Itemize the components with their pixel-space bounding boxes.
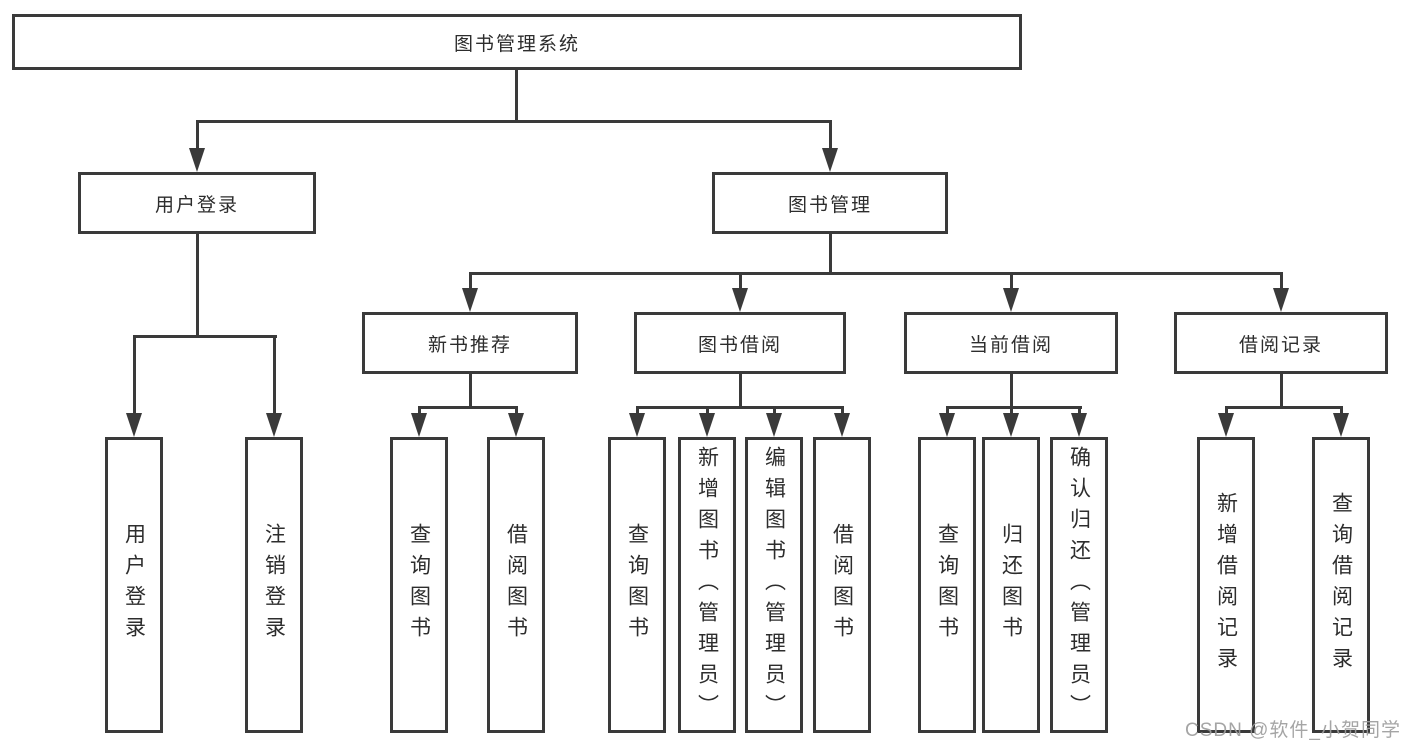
leaf-bb-edit-books-admin: 编辑图书（管理员） bbox=[745, 437, 803, 733]
connector-to-new-books bbox=[469, 272, 472, 290]
leaf-logout: 注销登录 bbox=[245, 437, 303, 733]
connector-new-books-stem bbox=[469, 374, 472, 409]
leaf-br-add-record: 新增借阅记录 bbox=[1197, 437, 1255, 733]
connector-user-login-stem bbox=[196, 234, 199, 338]
csdn-watermark: CSDN @软件_小贺同学 bbox=[1185, 720, 1401, 741]
node-book-borrow: 图书借阅 bbox=[634, 312, 846, 374]
connector-borrow-records-stem bbox=[1280, 374, 1283, 409]
arrow-cb-leaf1 bbox=[939, 413, 955, 437]
arrow-to-new-books bbox=[462, 288, 478, 312]
connector-to-leaf-logout bbox=[273, 335, 276, 415]
connector-to-current-borrow bbox=[1010, 272, 1013, 290]
arrow-to-borrow-records bbox=[1273, 288, 1289, 312]
connector-nb-leaf1 bbox=[418, 406, 421, 416]
node-borrow-records: 借阅记录 bbox=[1174, 312, 1388, 374]
connector-bb-leaf3 bbox=[773, 406, 776, 416]
connector-borrow-records-bar bbox=[1225, 406, 1343, 409]
leaf-br-query-record: 查询借阅记录 bbox=[1312, 437, 1370, 733]
arrow-cb-leaf2 bbox=[1003, 413, 1019, 437]
connector-new-books-bar bbox=[418, 406, 518, 409]
arrow-bb-leaf4 bbox=[834, 413, 850, 437]
connector-root-stem bbox=[515, 70, 518, 123]
connector-book-management-stem bbox=[829, 234, 832, 275]
connector-current-borrow-bar bbox=[946, 406, 1082, 409]
connector-bb-leaf2 bbox=[706, 406, 709, 416]
arrow-to-book-management bbox=[822, 148, 838, 172]
arrow-bb-leaf3 bbox=[766, 413, 782, 437]
arrow-to-leaf-logout bbox=[266, 413, 282, 437]
arrow-br-leaf2 bbox=[1333, 413, 1349, 437]
node-current-borrow: 当前借阅 bbox=[904, 312, 1118, 374]
connector-level2-bar bbox=[196, 120, 832, 123]
connector-cb-leaf2 bbox=[1010, 406, 1013, 416]
leaf-user-login: 用户登录 bbox=[105, 437, 163, 733]
node-new-books: 新书推荐 bbox=[362, 312, 578, 374]
connector-to-leaf-login bbox=[133, 335, 136, 415]
connector-to-book-management bbox=[829, 120, 832, 150]
connector-book-borrow-bar bbox=[636, 406, 844, 409]
connector-bb-leaf4 bbox=[841, 406, 844, 416]
arrow-to-current-borrow bbox=[1003, 288, 1019, 312]
node-library-management-system: 图书管理系统 bbox=[12, 14, 1022, 70]
connector-br-leaf2 bbox=[1340, 406, 1343, 416]
connector-to-user-login bbox=[196, 120, 199, 150]
leaf-cb-confirm-return-admin: 确认归还（管理员） bbox=[1050, 437, 1108, 733]
connector-level3-bar bbox=[469, 272, 1283, 275]
arrow-bb-leaf1 bbox=[629, 413, 645, 437]
connector-book-borrow-stem bbox=[739, 374, 742, 409]
connector-nb-leaf2 bbox=[515, 406, 518, 416]
leaf-bb-add-books-admin: 新增图书（管理员） bbox=[678, 437, 736, 733]
arrow-to-book-borrow bbox=[732, 288, 748, 312]
connector-current-borrow-stem bbox=[1010, 374, 1013, 409]
leaf-cb-return-books: 归还图书 bbox=[982, 437, 1040, 733]
arrow-bb-leaf2 bbox=[699, 413, 715, 437]
connector-cb-leaf1 bbox=[946, 406, 949, 416]
leaf-cb-query-books: 查询图书 bbox=[918, 437, 976, 733]
leaf-nb-query-books: 查询图书 bbox=[390, 437, 448, 733]
connector-to-book-borrow bbox=[739, 272, 742, 290]
connector-bb-leaf1 bbox=[636, 406, 639, 416]
connector-to-borrow-records bbox=[1280, 272, 1283, 290]
arrow-to-user-login bbox=[189, 148, 205, 172]
leaf-bb-borrow-books: 借阅图书 bbox=[813, 437, 871, 733]
node-book-management: 图书管理 bbox=[712, 172, 948, 234]
leaf-nb-borrow-books: 借阅图书 bbox=[487, 437, 545, 733]
connector-user-login-bar bbox=[133, 335, 277, 338]
arrow-nb-leaf1 bbox=[411, 413, 427, 437]
connector-cb-leaf3 bbox=[1078, 406, 1081, 416]
arrow-br-leaf1 bbox=[1218, 413, 1234, 437]
node-user-login: 用户登录 bbox=[78, 172, 316, 234]
leaf-bb-query-books: 查询图书 bbox=[608, 437, 666, 733]
arrow-to-leaf-login bbox=[126, 413, 142, 437]
arrow-cb-leaf3 bbox=[1071, 413, 1087, 437]
connector-br-leaf1 bbox=[1225, 406, 1228, 416]
arrow-nb-leaf2 bbox=[508, 413, 524, 437]
